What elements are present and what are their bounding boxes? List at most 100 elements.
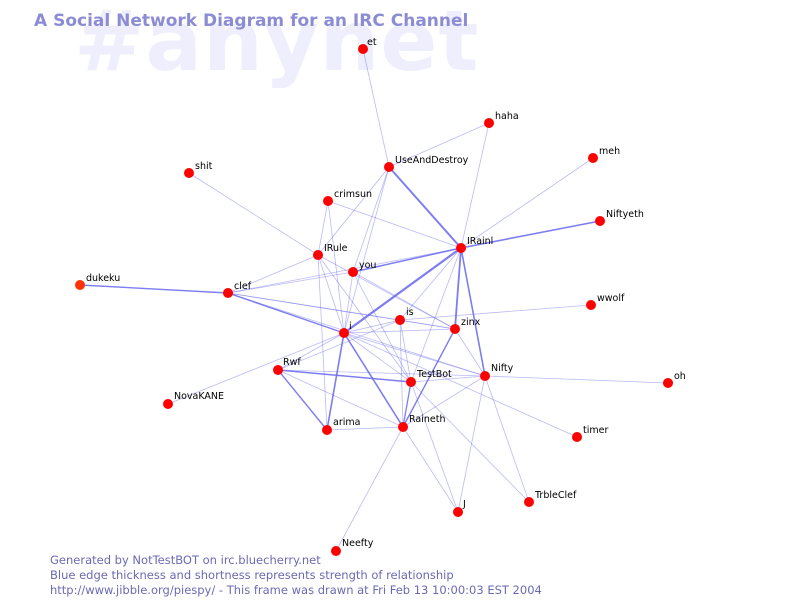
channel-watermark: #anynet	[74, 0, 480, 90]
node-label-j: J	[462, 499, 466, 510]
node-dot-dukeku	[75, 280, 85, 290]
node-label-wwolf: wwolf	[597, 293, 625, 304]
node-crimsun: crimsun	[323, 189, 372, 206]
edge-i-rwf	[277, 332, 345, 371]
node-you: you	[348, 260, 376, 277]
node-label-novakane: NovaKANE	[174, 391, 224, 402]
edge-testbot-trbleclef	[410, 381, 530, 503]
node-label-zinx: zinx	[461, 317, 481, 328]
node-useanddestroy: UseAndDestroy	[384, 155, 469, 172]
node-label-testbot: TestBot	[416, 369, 452, 380]
node-clef: clef	[223, 281, 252, 298]
node-irule: IRule	[313, 243, 348, 260]
node-label-dukeku: dukeku	[86, 273, 120, 284]
edge-useanddestroy-you	[352, 166, 390, 273]
node-dot-haha	[484, 118, 494, 128]
edge-irainl-is	[399, 247, 462, 321]
edge-is-raineth	[399, 319, 404, 428]
edge-irule-clef	[227, 254, 319, 294]
node-label-arima: arima	[333, 417, 360, 428]
node-arima: arima	[322, 417, 360, 435]
edge-is-testbot	[399, 319, 412, 383]
edge-raineth-j	[402, 426, 459, 513]
node-niftyeth: Niftyeth	[595, 209, 644, 226]
node-dot-is	[395, 315, 405, 325]
node-label-useanddestroy: UseAndDestroy	[395, 155, 469, 166]
node-haha: haha	[484, 111, 519, 128]
node-dot-i	[339, 328, 349, 338]
edge-irainl-testbot	[410, 247, 462, 383]
node-irainl: IRainl	[456, 236, 493, 253]
node-dot-nifty	[480, 371, 490, 381]
edge-you-i	[343, 271, 354, 334]
edge-nifty-oh	[484, 375, 669, 384]
edge-rwf-nifty	[277, 369, 486, 377]
footer-url-timestamp: http://www.jibble.org/piespy/ - This fra…	[50, 583, 542, 597]
edge-is-rwf	[277, 319, 401, 371]
edge-niftyeth-irainl	[460, 220, 601, 249]
node-label-i: i	[349, 321, 352, 332]
edge-zinx-i	[343, 328, 456, 334]
edge-clef-nifty	[227, 292, 486, 377]
edge-zinx-raineth	[402, 328, 456, 428]
edge-i-raineth	[343, 332, 404, 428]
edge-you-zinx	[352, 271, 456, 330]
node-oh: oh	[663, 371, 686, 388]
edge-irule-testbot	[317, 254, 412, 383]
node-timer: timer	[572, 425, 608, 442]
edge-shit-irule	[188, 172, 319, 256]
edge-nifty-raineth	[402, 375, 486, 428]
node-label-meh: meh	[599, 146, 620, 157]
node-label-oh: oh	[674, 371, 686, 382]
node-dot-useanddestroy	[384, 162, 394, 172]
edge-clef-is	[227, 292, 401, 321]
node-label-shit: shit	[195, 161, 213, 172]
node-dot-niftyeth	[595, 216, 605, 226]
node-label-et: et	[367, 37, 377, 48]
node-label-rwf: Rwf	[283, 357, 301, 368]
node-nifty: Nifty	[480, 363, 514, 381]
edge-raineth-neefty	[335, 426, 404, 552]
node-dot-rwf	[273, 365, 283, 375]
node-dot-trbleclef	[524, 497, 534, 507]
node-label-raineth: Raineth	[409, 414, 445, 425]
edge-layer	[79, 48, 669, 552]
node-dot-novakane	[163, 399, 173, 409]
edge-you-testbot	[352, 271, 412, 383]
edge-zinx-nifty	[454, 328, 486, 377]
node-label-nifty: Nifty	[491, 363, 514, 374]
edge-dukeku-clef	[79, 284, 229, 294]
footer-legend-note: Blue edge thickness and shortness repres…	[50, 568, 454, 582]
edge-irainl-clef	[227, 247, 462, 294]
edge-is-i	[343, 319, 401, 334]
node-dot-zinx	[450, 324, 460, 334]
node-dot-timer	[572, 432, 582, 442]
node-label-haha: haha	[495, 111, 519, 122]
edge-rwf-testbot	[277, 369, 412, 383]
node-label-neefty: Neefty	[342, 538, 374, 549]
node-et: et	[358, 37, 377, 54]
node-is: is	[395, 307, 414, 325]
node-novakane: NovaKANE	[163, 391, 224, 409]
node-testbot: TestBot	[406, 369, 452, 387]
edge-irainl-nifty	[460, 247, 486, 377]
page-title: A Social Network Diagram for an IRC Chan…	[34, 11, 469, 31]
edge-i-nifty	[343, 332, 486, 377]
edge-useanddestroy-irule	[317, 166, 390, 256]
node-label-crimsun: crimsun	[334, 189, 372, 200]
node-neefty: Neefty	[331, 538, 374, 556]
node-label-clef: clef	[234, 281, 252, 292]
node-zinx: zinx	[450, 317, 481, 334]
node-dot-irule	[313, 250, 323, 260]
edge-testbot-raineth	[402, 381, 412, 428]
node-shit: shit	[184, 161, 213, 178]
node-rwf: Rwf	[273, 357, 301, 375]
node-label-timer: timer	[583, 425, 608, 436]
node-dot-clef	[223, 288, 233, 298]
edge-haha-useanddestroy	[388, 122, 490, 168]
edge-testbot-j	[410, 381, 459, 513]
node-raineth: Raineth	[398, 414, 445, 432]
edge-nifty-trbleclef	[484, 375, 530, 503]
node-dot-you	[348, 267, 358, 277]
